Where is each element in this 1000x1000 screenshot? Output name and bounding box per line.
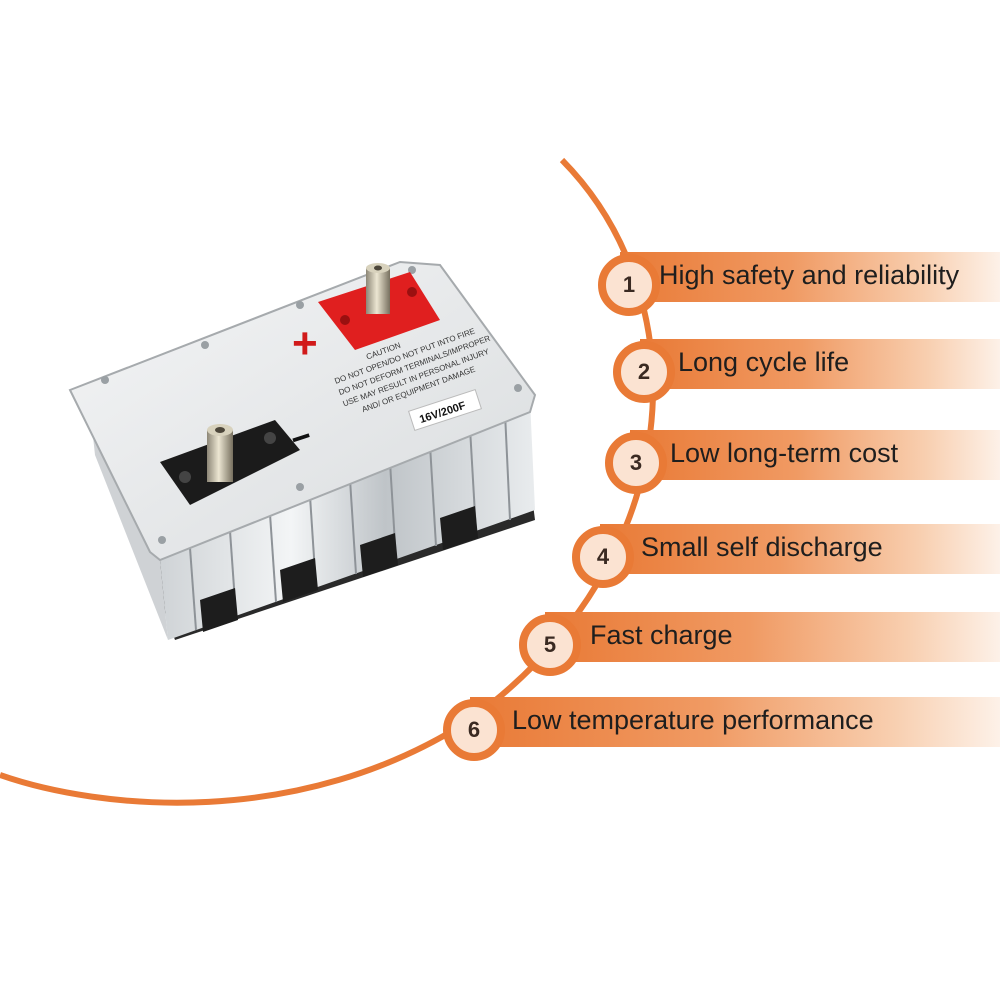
feature-row-2: 2 Long cycle life — [0, 324, 1000, 404]
feature-label: High safety and reliability — [659, 260, 960, 290]
module-front-face — [160, 400, 535, 640]
feature-label: Small self discharge — [641, 532, 883, 562]
feature-row-1: 1 High safety and reliability — [0, 237, 1000, 317]
feature-row-6: 6 Low temperature performance — [0, 682, 1000, 762]
feature-number-badge: 2 — [613, 341, 675, 403]
feature-number-badge: 4 — [572, 526, 634, 588]
feature-label: Fast charge — [590, 620, 733, 650]
feature-row-4: 4 Small self discharge — [0, 509, 1000, 589]
feature-label: Long cycle life — [678, 347, 850, 377]
feature-band — [545, 612, 1000, 662]
negative-terminal — [160, 420, 300, 505]
feature-band — [640, 339, 1000, 389]
ultracapacitor-module: + − CAUTION DO NOT OPEN/DO NOT PUT INTO … — [68, 260, 537, 640]
feature-row-5: 5 Fast charge — [0, 597, 1000, 677]
feature-band — [630, 430, 1000, 480]
feature-label: Low temperature performance — [512, 705, 874, 735]
feature-number-badge: 5 — [519, 614, 581, 676]
feature-number-badge: 1 — [598, 254, 660, 316]
feature-row-3: 3 Low long-term cost — [0, 415, 1000, 495]
feature-number-badge: 6 — [443, 699, 505, 761]
feature-label: Low long-term cost — [670, 438, 899, 468]
feature-band — [620, 252, 1000, 302]
feature-number-badge: 3 — [605, 432, 667, 494]
positive-terminal — [318, 263, 440, 350]
positive-symbol: + — [292, 319, 318, 368]
feature-band — [600, 524, 1000, 574]
feature-band — [470, 697, 1000, 747]
